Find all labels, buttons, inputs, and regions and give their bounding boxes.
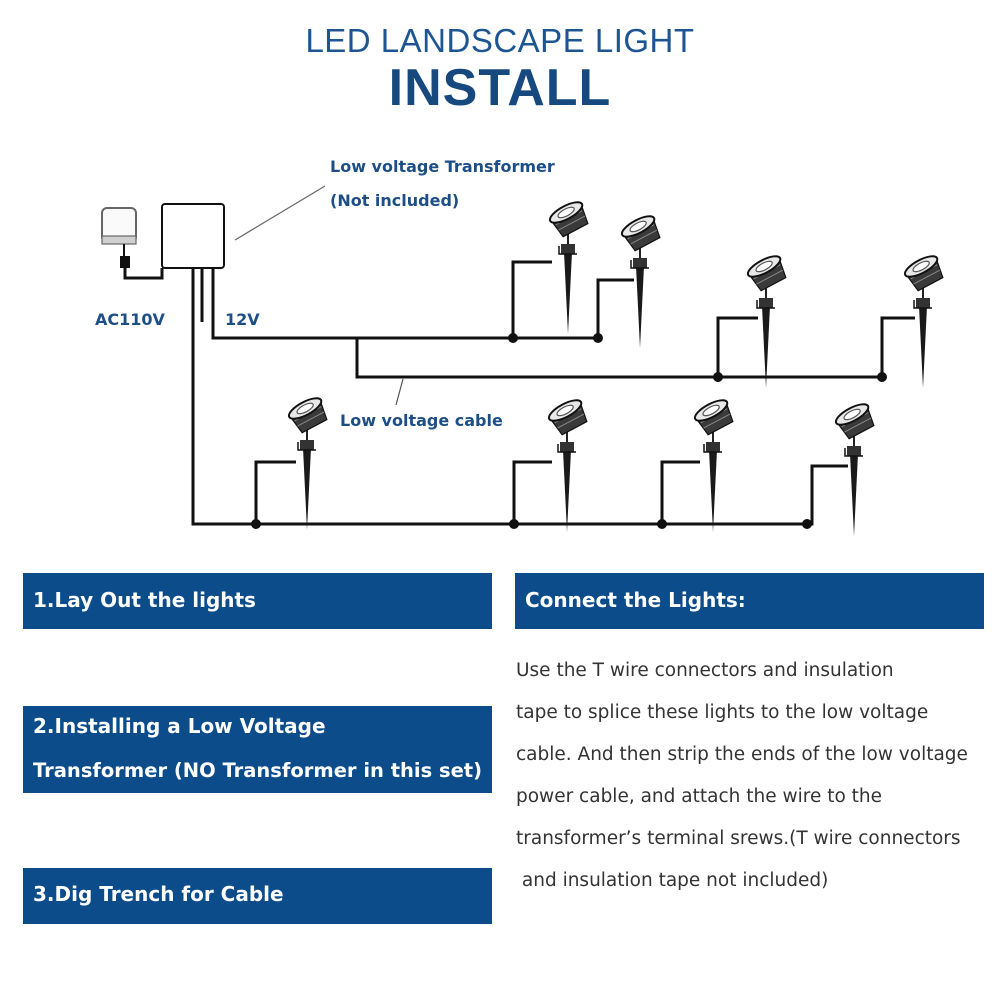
- title-line-2: INSTALL: [388, 59, 612, 117]
- instruction-line: power cable, and attach the wire to the: [516, 786, 883, 807]
- instruction-line: transformer’s terminal srews.(T wire con…: [516, 828, 961, 849]
- instruction-line: Use the T wire connectors and insulation: [516, 660, 894, 681]
- instruction-line: and insulation tape not included): [516, 870, 829, 891]
- wall-outlet-icon: [101, 207, 137, 245]
- step-2-line-1: 2.Installing a Low Voltage: [33, 714, 326, 738]
- step-2-line-2: Transformer (NO Transformer in this set): [33, 759, 483, 782]
- spotlight-icon: [901, 251, 948, 389]
- transformer-label-line-2: (Not included): [330, 191, 460, 210]
- step-3-text: 3.Dig Trench for Cable: [33, 882, 284, 906]
- instruction-line: cable. And then strip the ends of the lo…: [516, 744, 968, 765]
- splice-dots: [251, 333, 887, 529]
- spotlight-icon: [691, 395, 738, 533]
- instruction-line: tape to splice these lights to the low v…: [516, 702, 929, 723]
- connect-instructions: Use the T wire connectors and insulation…: [516, 654, 986, 906]
- transformer-box-icon: [161, 203, 225, 269]
- spotlight-icon: [744, 251, 791, 389]
- connect-heading-bar: Connect the Lights:: [515, 573, 984, 629]
- low-voltage-cable-label: Low voltage cable: [340, 411, 503, 430]
- connect-heading: Connect the Lights:: [525, 588, 746, 612]
- step-3-bar: 3.Dig Trench for Cable: [23, 868, 492, 924]
- dc-voltage-label: 12V: [225, 310, 260, 329]
- wiring-diagram: [101, 185, 948, 537]
- transformer-pointer-line: [234, 185, 326, 241]
- title-line-1: LED LANDSCAPE LIGHT: [305, 22, 695, 59]
- transformer-label-line-1: Low voltage Transformer: [330, 157, 555, 176]
- spotlight-icon: [832, 399, 879, 537]
- step-1-bar: 1.Lay Out the lights: [23, 573, 492, 629]
- cable-pointer-line: [395, 378, 404, 406]
- plug-icon: [120, 244, 164, 280]
- ac-voltage-label: AC110V: [95, 310, 165, 329]
- step-1-text: 1.Lay Out the lights: [33, 588, 256, 612]
- spotlight-icon: [545, 395, 592, 533]
- low-voltage-wiring: [191, 260, 915, 526]
- spotlight-icon: [546, 197, 593, 335]
- step-2-bar: 2.Installing a Low Voltage Transformer (…: [23, 706, 492, 793]
